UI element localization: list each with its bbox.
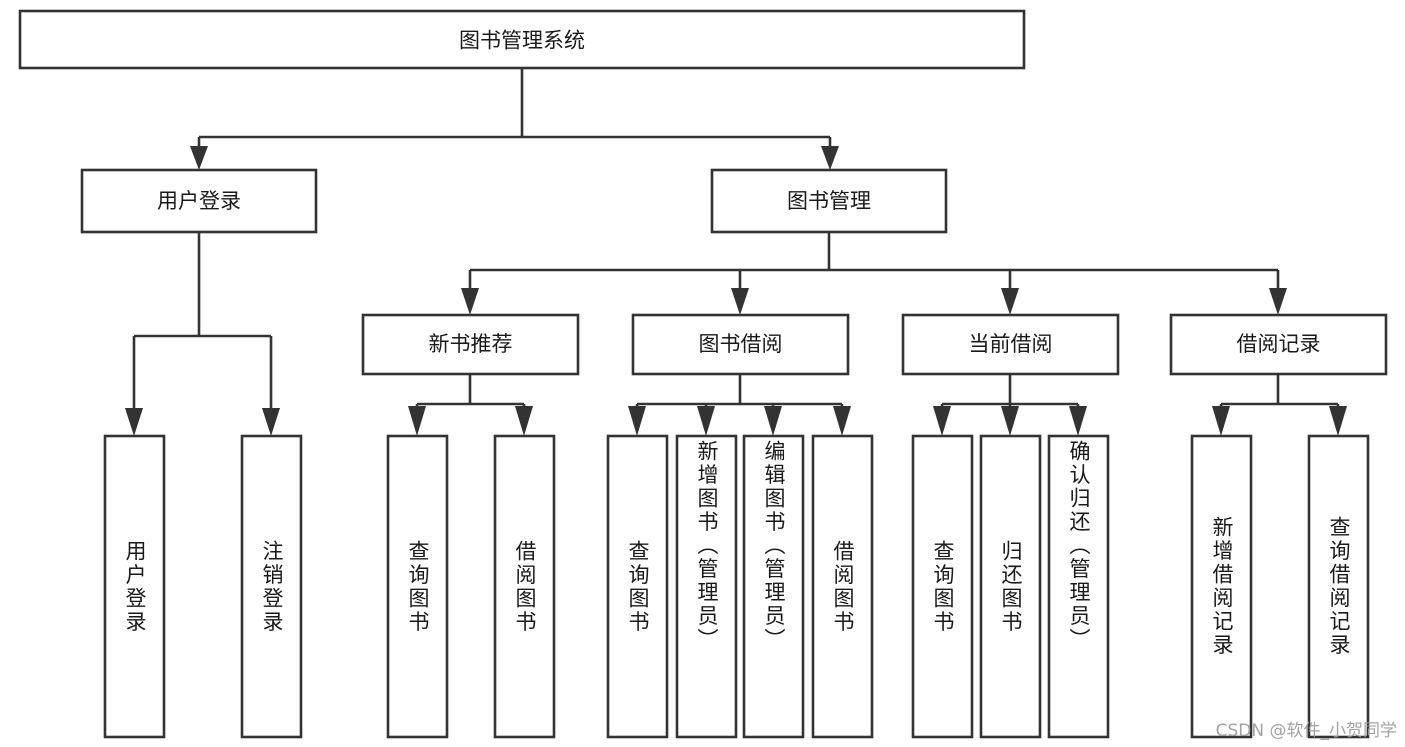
node-user-login[interactable]: 用户登录 — [80, 168, 318, 234]
arrow-head-bookmgmt-4 — [1269, 288, 1287, 315]
arrow-head-bookborrow-3 — [764, 406, 782, 436]
arrow-head-bookborrow-4 — [833, 406, 851, 436]
leaf-box-query-book-recommend[interactable] — [386, 434, 449, 739]
current-borrow-box — [901, 313, 1120, 376]
arrow-head-userlogin-2 — [262, 408, 280, 436]
book-borrow-label: 图书借阅 — [699, 332, 783, 356]
leaf-box-borrow-book[interactable] — [811, 434, 874, 739]
arrow-head-borrowrecord-2 — [1329, 406, 1347, 436]
arrow-head-bookmgmt-1 — [461, 288, 479, 315]
node-book-borrow[interactable]: 图书借阅 — [631, 313, 850, 376]
leaf-box-query-book-borrow[interactable] — [606, 434, 669, 739]
new-book-recommend-box — [361, 313, 580, 376]
leaf-box-add-book-admin[interactable] — [675, 434, 738, 739]
arrow-head-userlogin-1 — [125, 408, 143, 436]
node-book-management[interactable]: 图书管理 — [710, 168, 948, 234]
leaf-box-add-borrow-record[interactable] — [1190, 434, 1253, 739]
node-new-book-recommend[interactable]: 新书推荐 — [361, 313, 580, 376]
node-current-borrow[interactable]: 当前借阅 — [901, 313, 1120, 376]
arrow-head-bookborrow-1 — [628, 406, 646, 436]
user-login-label: 用户登录 — [157, 189, 241, 213]
book-borrow-box — [631, 313, 850, 376]
borrow-record-box — [1169, 313, 1388, 376]
leaf-box-query-book-current[interactable] — [911, 434, 974, 739]
arrow-head-bookmgmt-2 — [731, 288, 749, 315]
node-borrow-record[interactable]: 借阅记录 — [1169, 313, 1388, 376]
arrow-head-bookmgmt-3 — [1001, 288, 1019, 315]
arrow-head-borrowrecord-1 — [1212, 406, 1230, 436]
arrow-head-root-2 — [821, 146, 839, 170]
leaf-box-return-book[interactable] — [979, 434, 1042, 739]
root-box — [18, 9, 1026, 70]
root-label: 图书管理系统 — [459, 29, 585, 53]
arrow-head-currentborrow-3 — [1069, 406, 1087, 436]
book-management-box — [710, 168, 948, 234]
borrow-record-label: 借阅记录 — [1237, 332, 1321, 356]
arrow-head-newbook-1 — [408, 406, 426, 436]
new-book-recommend-label: 新书推荐 — [429, 332, 513, 356]
arrow-head-currentborrow-1 — [933, 406, 951, 436]
arrow-head-root-1 — [190, 146, 208, 170]
leaf-box-edit-book-admin[interactable] — [742, 434, 805, 739]
book-management-label: 图书管理 — [787, 189, 871, 213]
leaf-box-borrow-book-recommend[interactable] — [493, 434, 556, 739]
leaf-box-query-borrow-record[interactable] — [1307, 434, 1370, 739]
current-borrow-label: 当前借阅 — [969, 332, 1053, 356]
leaf-box-confirm-return-admin[interactable] — [1047, 434, 1110, 739]
arrow-head-newbook-2 — [515, 406, 533, 436]
leaf-box-logout[interactable] — [240, 434, 303, 739]
arrow-head-bookborrow-2 — [697, 406, 715, 436]
arrow-head-currentborrow-2 — [1001, 406, 1019, 436]
leaf-box-user-login[interactable] — [103, 434, 166, 739]
node-root[interactable]: 图书管理系统 — [18, 9, 1026, 70]
